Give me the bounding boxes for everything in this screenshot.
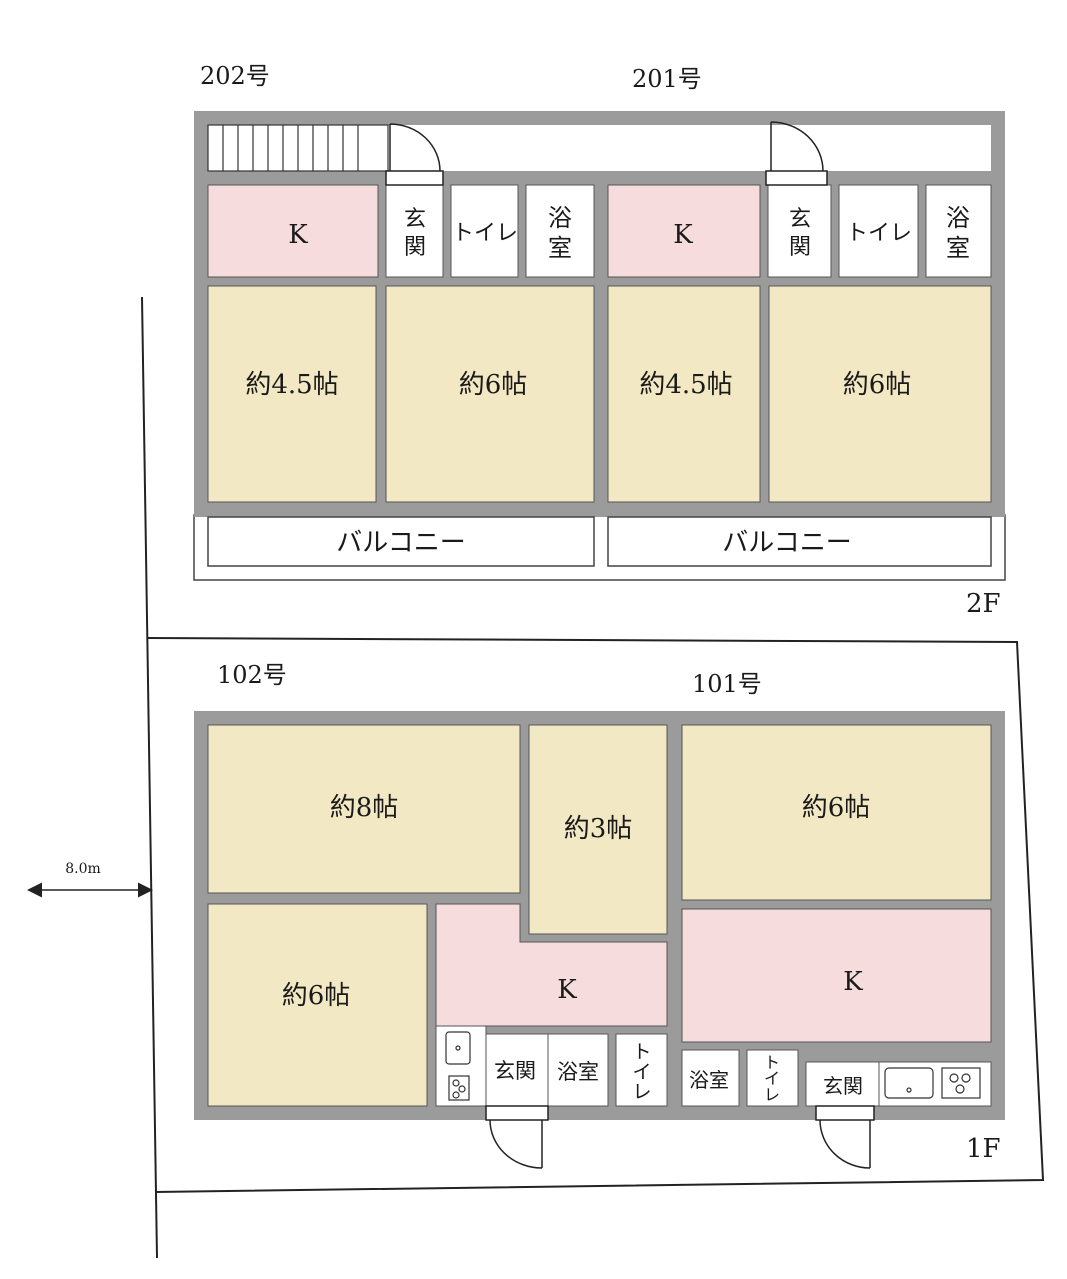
door-102 xyxy=(485,1105,549,1169)
unit102-name: 102号 xyxy=(217,661,287,689)
unit202-toilet-label: トイレ xyxy=(452,221,518,246)
unit102-bath-label: 浴室 xyxy=(557,1060,599,1084)
unit202-genkan-label-2: 関 xyxy=(404,235,426,260)
unit102-toilet xyxy=(615,1033,668,1107)
balcony-202 xyxy=(207,516,595,567)
unit202-genkan-label-1: 玄 xyxy=(404,207,426,232)
unit102-sink-icon xyxy=(445,1031,471,1065)
unit202-kitchen xyxy=(207,184,379,278)
unit201-kitchen-label: K xyxy=(673,220,693,250)
unit201-toilet xyxy=(838,184,919,278)
unit101-genkan-label: 玄関 xyxy=(823,1074,863,1098)
unit202-room2-label: 約6帖 xyxy=(459,370,528,400)
unit201-genkan-label-2: 関 xyxy=(789,235,811,260)
unit102-toilet-label-1: ト xyxy=(632,1041,651,1063)
unit202-bath xyxy=(525,184,595,278)
unit101-bath xyxy=(681,1049,740,1107)
unit202-genkan xyxy=(385,184,444,278)
unit102-room6-label: 約6帖 xyxy=(282,981,351,1011)
unit202-kitchen-label: K xyxy=(288,220,308,250)
unit202-name: 202号 xyxy=(200,62,270,90)
door-201 xyxy=(765,121,828,186)
unit202-room1-label: 約4.5帖 xyxy=(245,370,338,400)
unit102-toilet-label-3: レ xyxy=(632,1081,651,1103)
unit102-room8-label: 約8帖 xyxy=(330,793,399,823)
unit201-bath xyxy=(925,184,992,278)
unit101-kitchen xyxy=(681,908,992,1043)
unit101-toilet-label-1: ト xyxy=(764,1053,780,1072)
unit102-room-8 xyxy=(207,724,521,894)
door-202 xyxy=(385,123,444,186)
unit101-kitchen-label: K xyxy=(843,967,863,997)
unit102-kitchen-label: K xyxy=(557,975,577,1005)
unit202-bath-label-2: 室 xyxy=(548,234,572,262)
unit101-toilet-label-3: レ xyxy=(764,1085,780,1104)
stairs xyxy=(207,124,389,172)
road-edge-line xyxy=(141,296,158,1259)
unit101-toilet-label-2: イ xyxy=(764,1069,780,1088)
unit102-room3-label: 約3帖 xyxy=(564,814,633,844)
unit101-room-6 xyxy=(681,724,992,901)
unit201-genkan-label-1: 玄 xyxy=(789,207,811,232)
unit201-room2-label: 約6帖 xyxy=(843,370,912,400)
unit201-name: 201号 xyxy=(632,65,702,93)
unit201-kitchen xyxy=(607,184,761,278)
unit101-name: 101号 xyxy=(692,670,762,698)
unit102-room-3 xyxy=(528,724,668,935)
unit201-room-4-5 xyxy=(607,285,761,503)
lot-boundary xyxy=(147,637,1045,1193)
floor-2: 202号 201号 K 玄 関 トイレ 浴 室 約4.5帖 約6帖 バルコニー … xyxy=(193,62,1006,619)
unit201-bath-label-1: 浴 xyxy=(946,204,970,232)
unit101-bath-label: 浴室 xyxy=(689,1068,729,1092)
unit202-balcony-label: バルコニー xyxy=(336,528,465,558)
unit102-genkan-label: 玄関 xyxy=(494,1059,536,1083)
unit202-room-6 xyxy=(385,285,595,503)
unit202-room-4-5 xyxy=(207,285,377,503)
unit201-room-6 xyxy=(768,285,992,503)
unit202-toilet xyxy=(450,184,519,278)
floor1-label: 1F xyxy=(966,1134,1001,1164)
road-width-label: 8.0m xyxy=(65,861,101,877)
unit102-genkan xyxy=(485,1033,549,1107)
unit102-toilet-label-2: イ xyxy=(632,1061,651,1083)
balcony-201 xyxy=(607,516,992,567)
unit102-room-6 xyxy=(207,903,428,1107)
unit201-bath-label-2: 室 xyxy=(946,234,970,262)
floor-1: 102号 101号 約8帖 約3帖 約6帖 K 玄関 浴室 ト イ レ 約6帖 … xyxy=(194,661,1005,1169)
unit201-toilet-label: トイレ xyxy=(846,221,912,246)
unit101-stove-icon xyxy=(941,1067,981,1099)
door-101 xyxy=(815,1105,875,1169)
unit201-room1-label: 約4.5帖 xyxy=(639,370,732,400)
site-lines xyxy=(141,296,1045,1259)
unit102-bath xyxy=(547,1033,609,1107)
floor2-label: 2F xyxy=(966,589,1001,619)
unit101-sink-icon xyxy=(884,1067,934,1099)
unit201-balcony-label: バルコニー xyxy=(722,528,851,558)
unit101-genkan xyxy=(805,1061,880,1107)
unit201-genkan xyxy=(767,184,832,278)
unit101-room6-label: 約6帖 xyxy=(802,793,871,823)
unit102-stove-icon xyxy=(448,1075,470,1101)
unit202-bath-label-1: 浴 xyxy=(548,204,572,232)
road-width-dimension: 8.0m xyxy=(27,861,153,898)
unit101-toilet xyxy=(746,1049,799,1107)
